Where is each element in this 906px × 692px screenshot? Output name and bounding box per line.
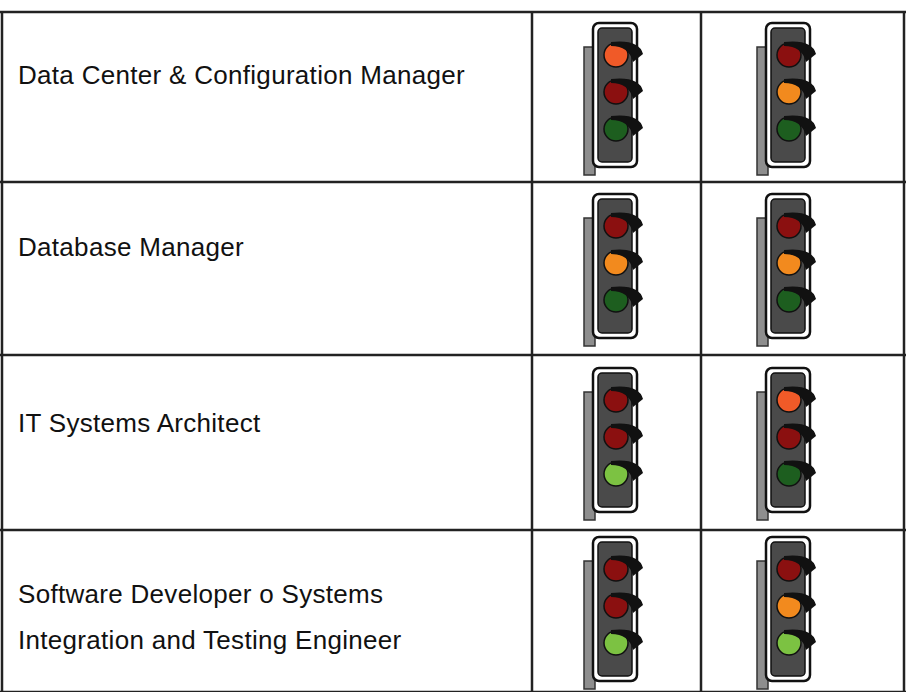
traffic-light (584, 23, 643, 175)
lamp-hood (611, 630, 643, 651)
lamp-hood (611, 79, 643, 100)
table-cell-text: Software Developer o Systems Integration… (18, 571, 498, 663)
lamp-hood (611, 116, 643, 137)
table-cell-text: Data Center & Configuration Manager (18, 52, 498, 98)
table-rule (0, 354, 906, 357)
traffic-light (584, 537, 643, 689)
lamp-hood (611, 424, 643, 445)
traffic-light (757, 23, 816, 175)
lamp-hood (784, 387, 816, 408)
table-rule (903, 12, 906, 692)
lamp-hood (611, 387, 643, 408)
table-rule (0, 181, 906, 184)
table-cell-text: Database Manager (18, 224, 498, 270)
lamp-hood (784, 556, 816, 577)
lamp-hood (784, 213, 816, 234)
lamp-hood (784, 42, 816, 63)
traffic-light (584, 194, 643, 346)
lamp-hood (784, 424, 816, 445)
lamp-hood (611, 593, 643, 614)
lamp-hood (784, 461, 816, 482)
lamp-hood (611, 461, 643, 482)
lamp-hood (784, 79, 816, 100)
table-rule (1, 12, 4, 692)
lamp-hood (611, 287, 643, 308)
table-rule (531, 12, 534, 692)
traffic-light (757, 537, 816, 689)
lamp-hood (784, 116, 816, 137)
table-rule (0, 11, 906, 14)
traffic-light (757, 194, 816, 346)
table-rule (700, 12, 703, 692)
lamp-hood (784, 287, 816, 308)
lamp-hood (611, 250, 643, 271)
traffic-light (757, 368, 816, 520)
lamp-hood (611, 42, 643, 63)
lamp-hood (611, 556, 643, 577)
traffic-light (584, 368, 643, 520)
table-cell-text: IT Systems Architect (18, 400, 498, 446)
lamp-hood (784, 250, 816, 271)
lamp-hood (784, 593, 816, 614)
lamp-hood (784, 630, 816, 651)
table-rule (0, 691, 906, 692)
table-rule (0, 529, 906, 532)
lamp-hood (611, 213, 643, 234)
table-grid (0, 12, 906, 692)
